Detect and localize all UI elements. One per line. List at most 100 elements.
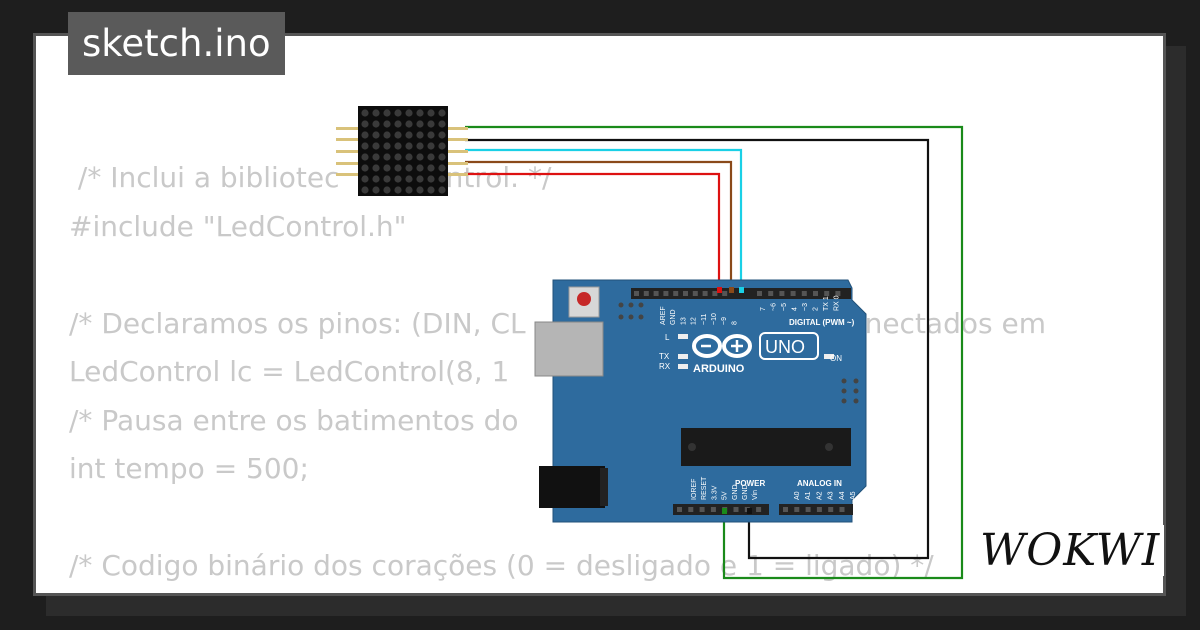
matrix-led <box>361 142 369 150</box>
header-pin[interactable] <box>688 507 694 512</box>
header-pin[interactable] <box>839 507 845 512</box>
matrix-led <box>361 153 369 161</box>
header-pin[interactable] <box>756 507 762 512</box>
matrix-led <box>383 175 391 183</box>
header-pin[interactable] <box>801 291 807 296</box>
digital-pin-label: ~3 <box>802 303 809 311</box>
digital-pin-label: 2 <box>813 307 820 311</box>
matrix-led <box>361 109 369 117</box>
matrix-led <box>372 175 380 183</box>
matrix-led <box>383 153 391 161</box>
header-pin[interactable] <box>643 291 649 296</box>
code-preview: /* Inclui a bibliotec ontrol. */#include… <box>69 154 1046 593</box>
power-pin-label: GND <box>732 484 739 500</box>
header-pin[interactable] <box>828 507 834 512</box>
analog-pin-label: A1 <box>805 491 812 500</box>
matrix-led <box>427 142 435 150</box>
matrix-led <box>427 175 435 183</box>
usb-port <box>534 321 604 377</box>
matrix-led <box>438 109 446 117</box>
analog-pin-label: A3 <box>828 491 835 500</box>
digital-pin-label: ~6 <box>771 303 778 311</box>
header-pin[interactable] <box>722 291 728 296</box>
sketch-title: sketch.ino <box>68 12 285 75</box>
header-pin[interactable] <box>779 291 785 296</box>
matrix-led <box>372 131 380 139</box>
matrix-led <box>438 175 446 183</box>
header-pin[interactable] <box>790 291 796 296</box>
matrix-led <box>427 153 435 161</box>
matrix-led <box>394 131 402 139</box>
header-pin[interactable] <box>835 291 841 296</box>
header-pin[interactable] <box>683 291 688 296</box>
matrix-led <box>427 186 435 194</box>
wokwi-logo: WOKWI <box>976 525 1165 576</box>
matrix-led <box>427 120 435 128</box>
header-pin[interactable] <box>653 291 659 296</box>
code-line: int tempo = 500; <box>69 452 309 485</box>
matrix-led <box>394 175 402 183</box>
matrix-led <box>372 142 380 150</box>
header-pin[interactable] <box>824 291 830 296</box>
matrix-led <box>405 120 413 128</box>
power-pin-label: 5V <box>722 491 729 500</box>
matrix-led <box>405 175 413 183</box>
matrix-led <box>394 142 402 150</box>
matrix-led <box>438 131 446 139</box>
matrix-led <box>383 131 391 139</box>
digital-pin-label: AREF <box>660 306 667 325</box>
matrix-led <box>405 131 413 139</box>
matrix-led <box>405 142 413 150</box>
header-pin[interactable] <box>783 507 788 512</box>
matrix-led <box>438 186 446 194</box>
wire-black <box>465 138 930 560</box>
header-pin[interactable] <box>699 507 705 512</box>
matrix-led <box>394 120 402 128</box>
power-header <box>673 504 769 515</box>
header-pin[interactable] <box>677 507 682 512</box>
header-pin[interactable] <box>663 291 669 296</box>
matrix-led <box>416 120 424 128</box>
matrix-led <box>361 175 369 183</box>
matrix-led <box>416 109 424 117</box>
matrix-led <box>438 153 446 161</box>
header-pin[interactable] <box>813 291 818 296</box>
header-pin[interactable] <box>816 507 822 512</box>
wire-cyan <box>465 148 743 290</box>
analog-header <box>779 504 853 515</box>
arduino-board[interactable]: DIGITAL (PWM ~) ARDUINO UNO ON L TX RX P… <box>534 279 867 523</box>
analog-pin-label: A4 <box>839 491 846 500</box>
header-pin[interactable] <box>794 507 800 512</box>
matrix-led <box>372 164 380 172</box>
header-pin[interactable] <box>768 291 774 296</box>
power-pin-label: 3.3V <box>711 485 718 500</box>
digital-header <box>631 288 851 299</box>
header-pin[interactable] <box>710 507 716 512</box>
matrix-led <box>372 186 380 194</box>
header-pin[interactable] <box>673 291 679 296</box>
code-line: #include "LedControl.h" <box>69 209 407 243</box>
matrix-led <box>416 131 424 139</box>
matrix-led <box>405 186 413 194</box>
header-pin[interactable] <box>757 291 762 296</box>
header-pin[interactable] <box>702 291 708 296</box>
digital-pin-label: ~5 <box>781 303 788 311</box>
analog-pin-label: A0 <box>794 491 801 500</box>
led-matrix[interactable] <box>336 106 468 196</box>
code-line: /* Pausa entre os batimentos do <box>69 403 519 437</box>
matrix-led <box>405 164 413 172</box>
digital-pin-label: RX 0 <box>834 295 841 311</box>
header-pin[interactable] <box>712 291 718 296</box>
matrix-led <box>394 164 402 172</box>
model-label: UNO <box>765 337 805 357</box>
header-pin[interactable] <box>805 507 811 512</box>
matrix-led <box>394 109 402 117</box>
wire-brown <box>465 160 733 290</box>
digital-label: DIGITAL (PWM ~) <box>789 318 855 327</box>
header-pin[interactable] <box>692 291 698 296</box>
header-pin[interactable] <box>634 291 639 296</box>
matrix-led <box>361 131 369 139</box>
digital-pin-label: ~11 <box>701 314 708 325</box>
matrix-led <box>383 186 391 194</box>
header-pin[interactable] <box>733 507 739 512</box>
